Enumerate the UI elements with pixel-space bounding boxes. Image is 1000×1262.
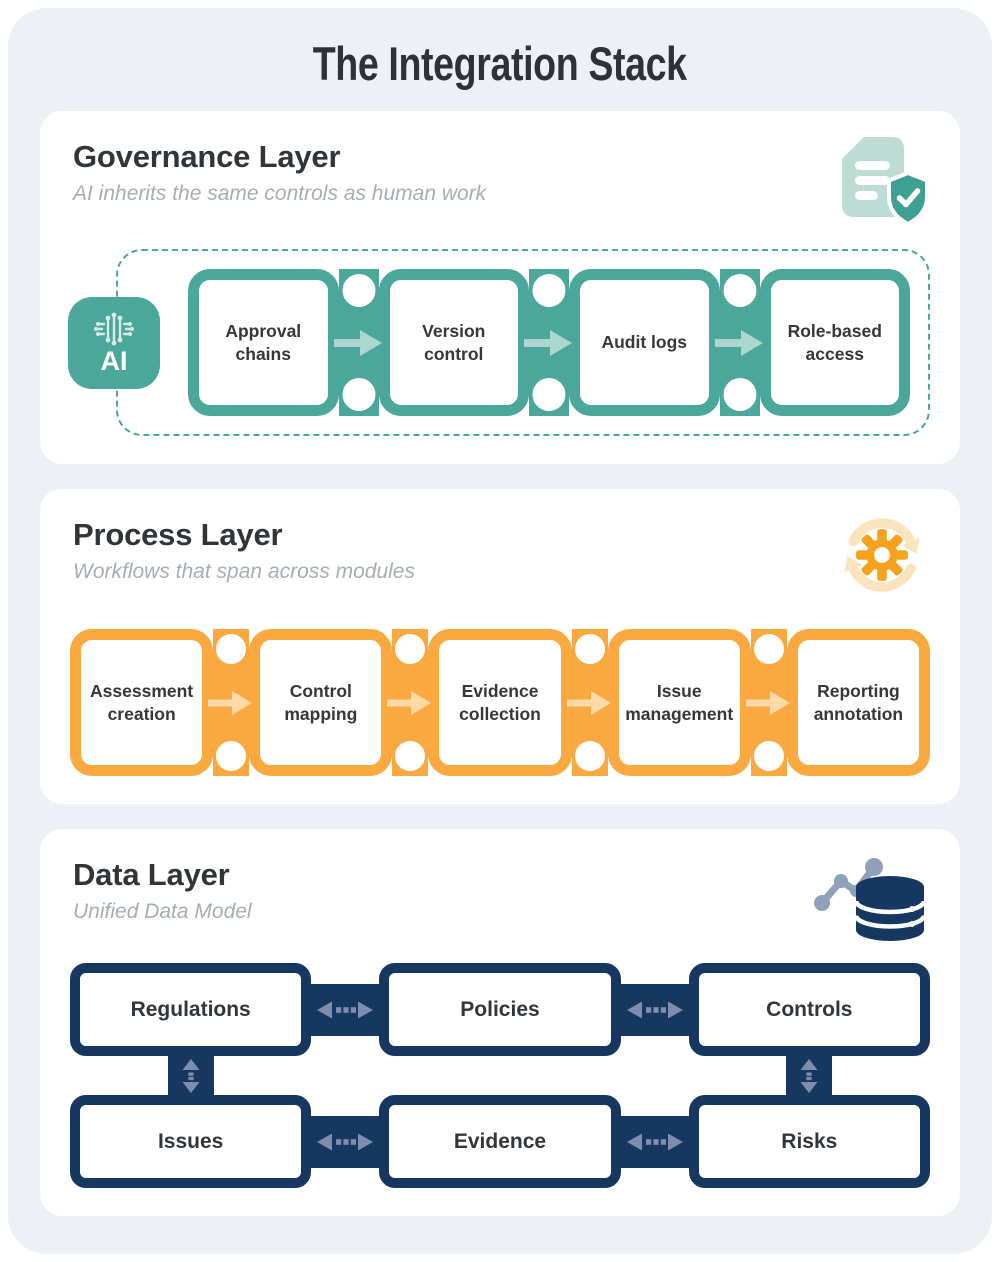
- data-entity-label: Controls: [766, 997, 853, 1021]
- arrow-right-icon: [524, 329, 572, 356]
- page-title-text: The Integration Stack: [313, 37, 687, 90]
- flow-connector: [333, 269, 382, 416]
- flow-connector: [745, 629, 790, 776]
- process-step: Reporting annotation: [786, 629, 931, 776]
- arrow-right-icon: [387, 690, 432, 715]
- double-arrow-horizontal-icon: [317, 1001, 374, 1018]
- process-step-label: Issue management: [625, 680, 734, 724]
- data-entity: Controls: [688, 963, 930, 1056]
- data-entity: Policies: [379, 963, 621, 1056]
- governance-flow: AI Approval chains Version control Audit…: [68, 249, 930, 436]
- flow-connector: [387, 629, 432, 776]
- ai-badge-label: AI: [100, 345, 128, 376]
- arrow-right-icon: [714, 329, 763, 356]
- governance-step: Version control: [378, 269, 529, 416]
- ai-chip-icon: [94, 312, 134, 345]
- governance-step-label: Audit logs: [601, 332, 688, 353]
- network-database-icon: [808, 843, 930, 943]
- governance-layer-subtitle: AI inherits the same controls as human w…: [73, 182, 487, 205]
- entity-link-horizontal: [620, 1095, 689, 1188]
- process-card-header: Process Layer Workflows that span across…: [70, 515, 930, 603]
- governance-step: Approval chains: [188, 269, 339, 416]
- double-arrow-horizontal-icon: [626, 1001, 683, 1018]
- arrow-right-icon: [208, 690, 253, 715]
- link-bridge: [311, 1115, 380, 1168]
- flow-connector: [714, 269, 763, 416]
- ai-badge: AI: [68, 296, 160, 389]
- data-entity-grid: Regulations Policies: [70, 963, 930, 1188]
- process-step: Assessment creation: [70, 629, 214, 776]
- flow-connector: [524, 269, 572, 416]
- document-shield-icon: [830, 131, 930, 233]
- process-step-row: Assessment creation Control mapping Evid…: [70, 629, 931, 776]
- entity-link-vertical-cell: [689, 1056, 930, 1095]
- governance-layer-title: Governance Layer: [73, 139, 341, 174]
- governance-step-label: Version control: [422, 320, 486, 364]
- link-bridge: [620, 983, 689, 1036]
- data-entity-label: Issues: [157, 1129, 224, 1153]
- flow-connector: [208, 629, 253, 776]
- data-layer-card: Data Layer Unified Data Model: [40, 829, 960, 1216]
- governance-step: Audit logs: [569, 269, 720, 416]
- sync-gear-icon: [834, 507, 930, 603]
- data-layer-subtitle: Unified Data Model: [73, 900, 252, 923]
- link-bridge: [167, 1056, 214, 1095]
- data-entity-label: Evidence: [453, 1129, 547, 1153]
- process-step-label: Reporting annotation: [813, 680, 904, 724]
- data-entity: Issues: [70, 1095, 312, 1188]
- data-header-text: Data Layer Unified Data Model: [70, 855, 252, 924]
- process-layer-title: Process Layer: [73, 517, 283, 552]
- governance-step-label: Role-based access: [787, 320, 882, 364]
- link-bridge: [786, 1056, 833, 1095]
- governance-card-header: Governance Layer AI inherits the same co…: [70, 137, 930, 233]
- entity-link-horizontal: [311, 1095, 380, 1188]
- process-step-label: Control mapping: [284, 680, 358, 724]
- data-entity-label: Policies: [460, 997, 540, 1021]
- data-entity: Regulations: [70, 963, 312, 1056]
- process-step: Issue management: [607, 629, 751, 776]
- double-arrow-vertical-icon: [182, 1058, 200, 1093]
- data-card-header: Data Layer Unified Data Model: [70, 855, 930, 943]
- flow-connector: [566, 629, 611, 776]
- governance-step: Role-based access: [759, 269, 910, 416]
- entity-link-horizontal: [620, 963, 689, 1056]
- link-bridge: [311, 983, 380, 1036]
- process-header-text: Process Layer Workflows that span across…: [70, 515, 415, 584]
- link-bridge: [620, 1115, 689, 1168]
- process-flow: Assessment creation Control mapping Evid…: [70, 629, 931, 776]
- process-step: Control mapping: [249, 629, 393, 776]
- arrow-right-icon: [566, 690, 611, 715]
- double-arrow-vertical-icon: [800, 1058, 818, 1093]
- data-entity: Risks: [688, 1095, 930, 1188]
- governance-flow-frame: Approval chains Version control Audit lo…: [116, 249, 930, 436]
- data-entity-label: Regulations: [130, 997, 251, 1021]
- double-arrow-horizontal-icon: [317, 1133, 374, 1150]
- entity-link-horizontal: [311, 963, 380, 1056]
- governance-header-text: Governance Layer AI inherits the same co…: [70, 137, 486, 206]
- process-layer-card: Process Layer Workflows that span across…: [40, 489, 960, 804]
- infographic-panel: The Integration Stack Governance Layer A…: [8, 8, 992, 1254]
- process-step-label: Evidence collection: [459, 680, 541, 724]
- entity-link-vertical-cell: [70, 1056, 311, 1095]
- page-title: The Integration Stack: [40, 36, 960, 91]
- governance-layer-card: Governance Layer AI inherits the same co…: [40, 111, 960, 464]
- governance-step-label: Approval chains: [225, 320, 302, 364]
- arrow-right-icon: [745, 690, 790, 715]
- process-layer-subtitle: Workflows that span across modules: [73, 560, 415, 583]
- process-step: Evidence collection: [428, 629, 572, 776]
- data-entity-label: Risks: [781, 1129, 838, 1153]
- governance-step-row: Approval chains Version control Audit lo…: [188, 269, 910, 416]
- data-entity: Evidence: [379, 1095, 621, 1188]
- arrow-right-icon: [333, 329, 382, 356]
- data-layer-title: Data Layer: [73, 857, 230, 892]
- double-arrow-horizontal-icon: [626, 1133, 683, 1150]
- process-step-label: Assessment creation: [90, 680, 194, 724]
